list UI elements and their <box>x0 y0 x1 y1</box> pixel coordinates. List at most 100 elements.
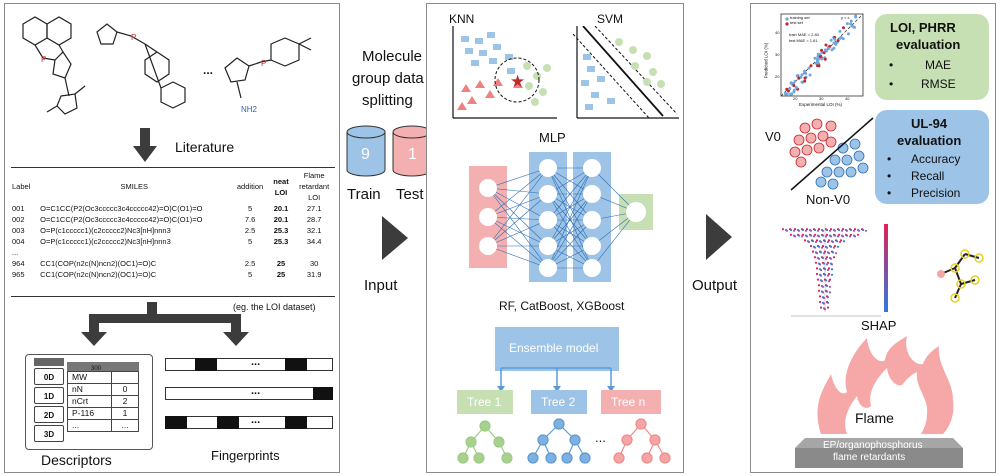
fingerprint-row <box>165 416 333 429</box>
parity-point <box>814 61 818 65</box>
shap-summary-plot <box>781 224 881 317</box>
shap-point <box>841 228 845 231</box>
ul94-eval-title-2: evaluation <box>897 133 962 148</box>
parity-legend-train: training set <box>790 15 810 20</box>
shap-point <box>829 235 833 238</box>
shap-point <box>809 244 813 248</box>
parity-point <box>795 74 799 78</box>
shap-point <box>824 235 828 238</box>
parity-point <box>850 24 854 28</box>
levels-header <box>34 358 64 366</box>
cell-smiles: CC1(COP(n2c(N)ncn2)(OC1)=O)C <box>40 259 157 268</box>
fp-bit-on <box>217 416 239 429</box>
descriptor-value: 1 <box>122 408 128 418</box>
parity-point <box>794 86 798 89</box>
shap-point <box>824 279 828 282</box>
parity-point <box>822 51 826 55</box>
shap-point <box>819 306 823 309</box>
shap-point <box>812 235 816 238</box>
shap-point <box>822 302 826 305</box>
parity-point <box>838 36 842 40</box>
shap-point <box>821 291 825 294</box>
fp-ellipsis: ... <box>251 414 261 426</box>
shap-point <box>827 239 831 242</box>
shap-point <box>826 240 830 244</box>
mlp-title: MLP <box>539 130 566 145</box>
col-loi: LOI <box>308 193 321 202</box>
tree-n-box: Tree n <box>601 390 661 414</box>
cell-fr: 34.4 <box>306 237 322 246</box>
shap-point <box>821 234 825 237</box>
shap-point <box>826 301 830 304</box>
decision-trees <box>457 418 671 464</box>
parity-ytick: 20 <box>775 74 780 79</box>
shap-point <box>828 229 832 232</box>
shap-point <box>853 235 857 238</box>
table-top-rule <box>11 167 335 168</box>
shap-point <box>856 233 860 236</box>
shap-point <box>785 229 789 232</box>
parity-point <box>820 57 824 61</box>
parity-point <box>789 92 793 96</box>
col-retardant: retardant <box>299 182 330 191</box>
descriptor-name: P-116 <box>68 408 112 419</box>
split-line-1: Molecule <box>362 48 423 65</box>
shap-point <box>826 306 830 309</box>
shap-point <box>823 268 827 271</box>
parity-line-label: y = x <box>841 15 850 20</box>
ul94-eval-item-recall: Recall <box>911 169 945 183</box>
shap-point <box>830 263 834 266</box>
shap-point <box>823 250 827 253</box>
substrate-slab <box>795 438 963 468</box>
shap-label: SHAP <box>861 318 897 333</box>
fp-bit-on <box>165 416 187 429</box>
cell-addition: 2.5 <box>244 226 256 235</box>
query-star-icon: ★ <box>510 72 525 91</box>
shap-point <box>829 245 833 248</box>
ul94-eval-title-1: UL-94 <box>911 116 948 131</box>
mlp-edge <box>487 187 549 269</box>
col-label: Label <box>12 182 31 191</box>
cell-neat <box>269 247 294 258</box>
shap-point <box>828 291 832 294</box>
descriptor-level: 1D <box>34 387 64 404</box>
atom-p: P <box>261 59 266 68</box>
flame-icon <box>817 336 954 434</box>
ep-label-2: flame retardants <box>833 452 906 463</box>
shap-point <box>831 251 835 254</box>
evaluation-panel: training set test set y = x train MAE = … <box>750 3 996 473</box>
shap-point <box>838 240 842 244</box>
shap-point <box>834 252 838 255</box>
shap-point <box>830 268 834 271</box>
shap-point <box>840 229 844 232</box>
shap-point <box>801 233 805 236</box>
fingerprints-caption: Fingerprints <box>211 448 280 463</box>
shap-point <box>837 228 841 232</box>
shap-point <box>817 257 821 260</box>
shap-point <box>816 278 820 281</box>
loi-parity-plot <box>780 13 864 97</box>
molecule-ring <box>22 16 48 46</box>
ul94-eval-bullet: • <box>887 169 892 183</box>
shap-point <box>852 229 856 232</box>
shap-point <box>804 229 808 232</box>
shap-point <box>820 246 824 249</box>
shap-point <box>813 246 817 249</box>
non-v0-label: Non-V0 <box>806 192 851 207</box>
shap-point <box>826 274 830 277</box>
shap-point <box>835 240 839 243</box>
tree-1-label: Tree 1 <box>467 395 502 409</box>
cell-smiles: O=P(c1ccccc1)(c2ccccc2)Nc3[nH]nnn3 <box>40 237 171 246</box>
tree-models-label: RF, CatBoost, XGBoost <box>499 299 625 313</box>
parity-point <box>816 57 819 61</box>
fingerprint-row <box>165 358 333 371</box>
col-neat: neat <box>273 176 289 186</box>
cell-addition: 7.6 <box>244 215 256 224</box>
parity-point <box>820 48 824 52</box>
parity-point <box>854 15 858 19</box>
fingerprint-row <box>165 387 333 400</box>
mlp-edge <box>487 187 549 247</box>
